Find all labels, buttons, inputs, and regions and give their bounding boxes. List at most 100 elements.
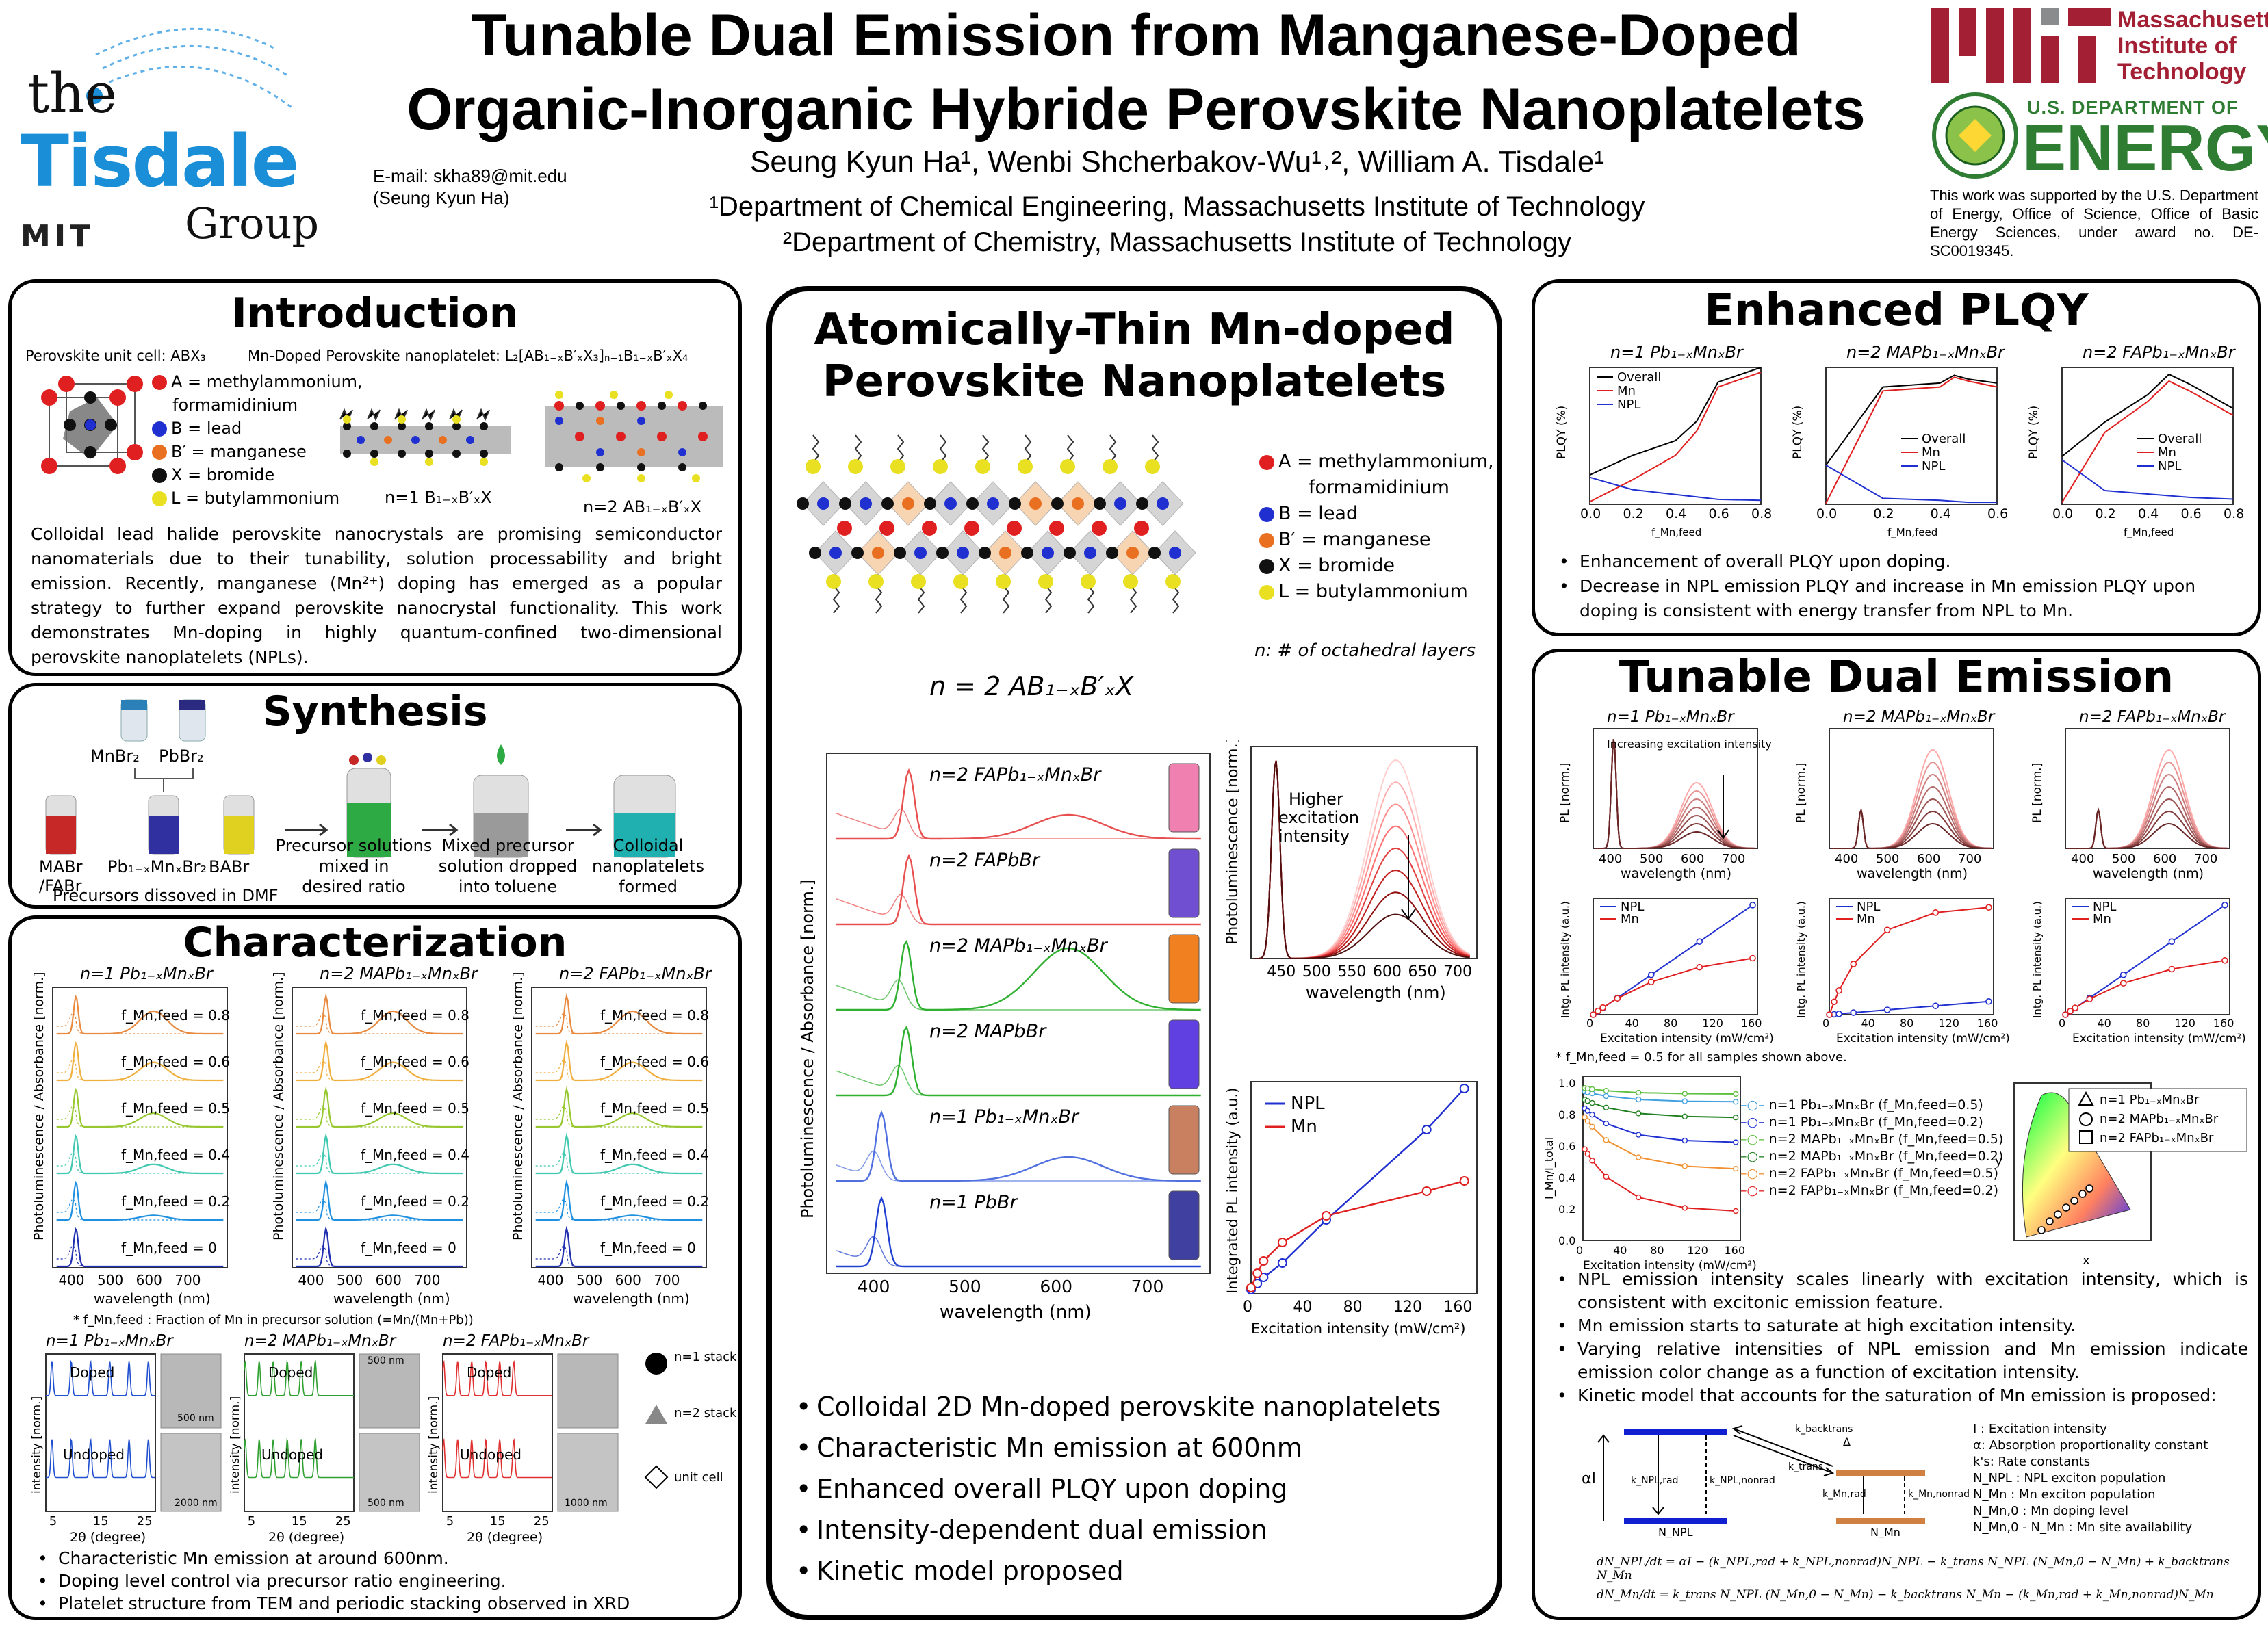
ratio-marker-icon: –○– — [1740, 1132, 1765, 1147]
ligand-chain — [1087, 585, 1095, 614]
char-xtick: 600 — [376, 1272, 402, 1288]
int-xtick: 80 — [1343, 1299, 1363, 1316]
char-abs-curve — [56, 1059, 224, 1081]
tun-int-legend-npl: NPL — [1621, 900, 1644, 914]
rate-equation-2: dN_Mn/dt = k_trans N_NPL (N_Mn,0 − N_Mn)… — [1597, 1588, 2214, 1602]
unit-cell-diagram — [41, 376, 143, 474]
ratio-ytick: 1.0 — [1558, 1077, 1575, 1090]
plqy-chart-title: n=2 FAPb₁₋ₓMnₓBr — [2083, 343, 2237, 362]
plqy-series-line — [2061, 373, 2234, 457]
xrd-xtick: 15 — [292, 1514, 307, 1528]
xrd-pattern — [46, 1437, 155, 1479]
ligand-head — [806, 459, 821, 474]
tun-int-xtick: 120 — [1938, 1017, 1959, 1030]
poster-title-line1: Tunable Dual Emission from Manganese-Dop… — [471, 3, 1801, 68]
tun-int-xtick: 0 — [2059, 1017, 2065, 1030]
ratio-legend-5: n=2 FAPb₁₋ₓMnₓBr (f_Mn,feed=0.5) — [1768, 1166, 1999, 1181]
pl-series-curve — [1254, 760, 1470, 959]
increasing-label: Increasing excitation intensity — [1607, 738, 1772, 751]
int-xtick: 120 — [1393, 1299, 1422, 1316]
tun-int-point — [2221, 902, 2228, 909]
tun-int-point — [1696, 938, 1703, 946]
ratio-point — [1603, 1120, 1610, 1127]
sample-vial-image — [1168, 848, 1200, 918]
halide-atom — [966, 497, 979, 510]
xrd-frame — [45, 1353, 156, 1512]
tun-int-point — [1985, 998, 1992, 1005]
char-xtick: 400 — [58, 1272, 84, 1288]
char-bullet-3: Platelet structure from TEM and periodic… — [31, 1592, 736, 1615]
char-plot-frame — [531, 987, 707, 1268]
model-k-npl-rad: k_NPL,rad — [1631, 1475, 1679, 1486]
plqy-series-line — [1589, 476, 1762, 502]
int-frame — [1250, 1081, 1478, 1294]
contact-email: E-mail: skha89@mit.edu — [373, 166, 567, 186]
plqy-xtick: 0.6 — [1987, 506, 2008, 521]
int-data-point — [1259, 1256, 1269, 1266]
int-data-point — [1459, 1176, 1469, 1186]
pl-xtick: 450 — [1267, 963, 1296, 980]
introduction-title: Introduction — [231, 289, 519, 337]
char-abs-curve — [56, 1106, 224, 1128]
tun-int-point — [2119, 980, 2127, 987]
tun-int-point — [1590, 1011, 1597, 1018]
intro-legend-bprime: B′ = manganese — [171, 442, 307, 461]
tun-pl-xtick: 500 — [1640, 852, 1663, 866]
ratio-line — [1584, 1149, 1736, 1212]
model-k-backtrans: k_backtrans — [1795, 1424, 1853, 1435]
tun-int-legend-npl: NPL — [2093, 900, 2116, 914]
halide-atom — [809, 547, 821, 559]
b-site-icon — [1259, 506, 1274, 522]
center-pl-curve — [836, 768, 1201, 840]
plqy-xtick: 0.4 — [1666, 506, 1686, 521]
char-plot-title: n=1 Pb₁₋ₓMnₓBr — [80, 967, 214, 983]
char-xtick: 500 — [337, 1272, 363, 1288]
pl-xtick: 650 — [1408, 963, 1437, 980]
plqy-xtick: 0.2 — [1623, 506, 1644, 521]
ratio-point — [1635, 1132, 1642, 1138]
center-formula: n = 2 AB₁₋ₓB′ₓX — [929, 671, 1134, 701]
int-legend-npl: NPL — [1291, 1093, 1325, 1114]
tun-int-xtick: 80 — [1900, 1017, 1913, 1030]
scale-bar-label: 500 nm — [368, 1355, 404, 1366]
a-site-atom — [837, 521, 852, 536]
tun-int-frame — [1593, 898, 1758, 1015]
center-spectra-xtick: 400 — [858, 1277, 890, 1297]
a-site-atom — [879, 521, 894, 536]
ligand-chain — [939, 434, 947, 463]
mn-atom — [902, 497, 914, 510]
ratio-ytick: 0.0 — [1558, 1234, 1575, 1247]
halide-atom — [839, 497, 851, 510]
ratio-point — [1635, 1089, 1642, 1096]
pl-annotation-3: intensity — [1278, 826, 1350, 846]
char-level-label: f_Mn,feed = 0.5 — [121, 1100, 230, 1117]
tun-int-xtick: 80 — [2136, 1017, 2150, 1030]
scale-bar-label: 1000 nm — [565, 1498, 608, 1509]
tem-image-doped — [160, 1353, 222, 1429]
tun-int-point — [1826, 1011, 1833, 1018]
ligand-head — [1103, 459, 1118, 474]
kinetic-model-diagram: αI k_NPL,rad k_NPL,nonrad k_backtrans k_… — [1582, 1424, 1970, 1538]
tun-int-point — [1883, 1006, 1891, 1013]
int-ylabel: Integrated PL intensity (a.u.) — [1224, 1088, 1241, 1294]
tun-int-point — [2119, 971, 2127, 978]
step1-line1: Precursor solutions — [275, 836, 433, 855]
xrd-legend-1: n=1 stacking — [674, 1350, 737, 1364]
tun-int-xtick: 40 — [1625, 1017, 1638, 1030]
tun-pl-xlabel: wavelength (nm) — [1621, 866, 1731, 881]
tun-int-point — [2086, 995, 2093, 1002]
char-abs-curve — [535, 1152, 703, 1174]
pl-annotation-2: excitation — [1278, 808, 1359, 827]
char-abs-curve — [296, 1013, 463, 1034]
plqy-series-line — [1589, 372, 1762, 503]
triangle-marker-icon — [2078, 1091, 2094, 1106]
ligand-chain — [917, 585, 925, 614]
ligand-chain — [854, 434, 862, 463]
step1-line2: mixed in — [318, 857, 389, 876]
center-legend-b: B = lead — [1278, 503, 1358, 524]
tun-pl-title: n=1 Pb₁₋ₓMnₓBr — [1607, 708, 1735, 726]
int-xtick: 160 — [1443, 1299, 1472, 1316]
